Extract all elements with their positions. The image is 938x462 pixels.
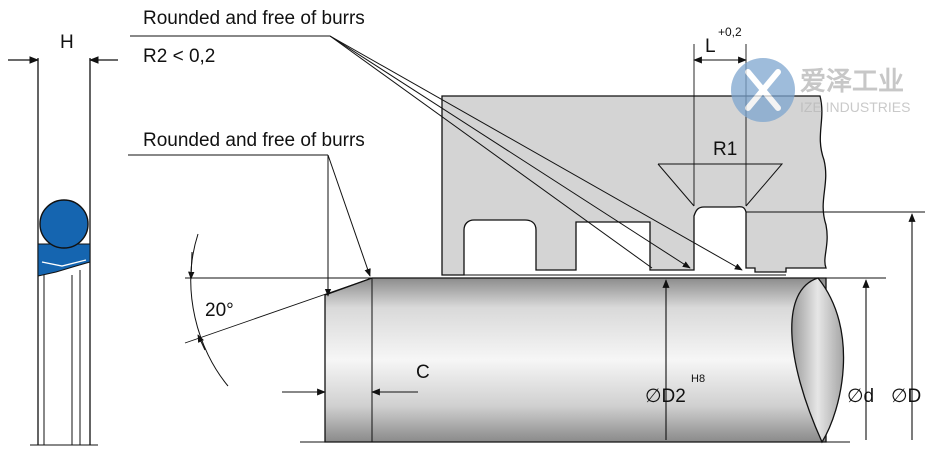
- dim-d-big-label: ∅D: [891, 386, 921, 407]
- dim-d2-tolerance: H8: [691, 373, 705, 385]
- dim-l-label: L: [705, 36, 716, 57]
- seal-cross-section: H: [8, 32, 118, 446]
- logo-chinese-text: 爱泽工业: [800, 67, 904, 97]
- company-logo: 爱泽工业 IZE INDUSTRIES: [731, 58, 910, 122]
- dim-d2-label: ∅D2: [645, 386, 686, 407]
- housing: [441, 95, 828, 276]
- dim-r1-label: R1: [713, 139, 737, 160]
- dim-d-small-label: ∅d: [847, 386, 874, 407]
- dim-h-label: H: [60, 32, 74, 53]
- dim-l-tolerance: +0,2: [718, 25, 742, 39]
- callout-top-subtext: R2 < 0,2: [143, 46, 215, 67]
- callout-left-text: Rounded and free of burrs: [143, 130, 365, 151]
- dim-c-label: C: [416, 362, 430, 383]
- logo-english-text: IZE INDUSTRIES: [800, 99, 910, 115]
- callout-top-text: Rounded and free of burrs: [143, 8, 365, 29]
- dim-angle-label: 20°: [205, 300, 234, 321]
- oring-circle: [39, 199, 89, 249]
- shaft: [300, 277, 850, 444]
